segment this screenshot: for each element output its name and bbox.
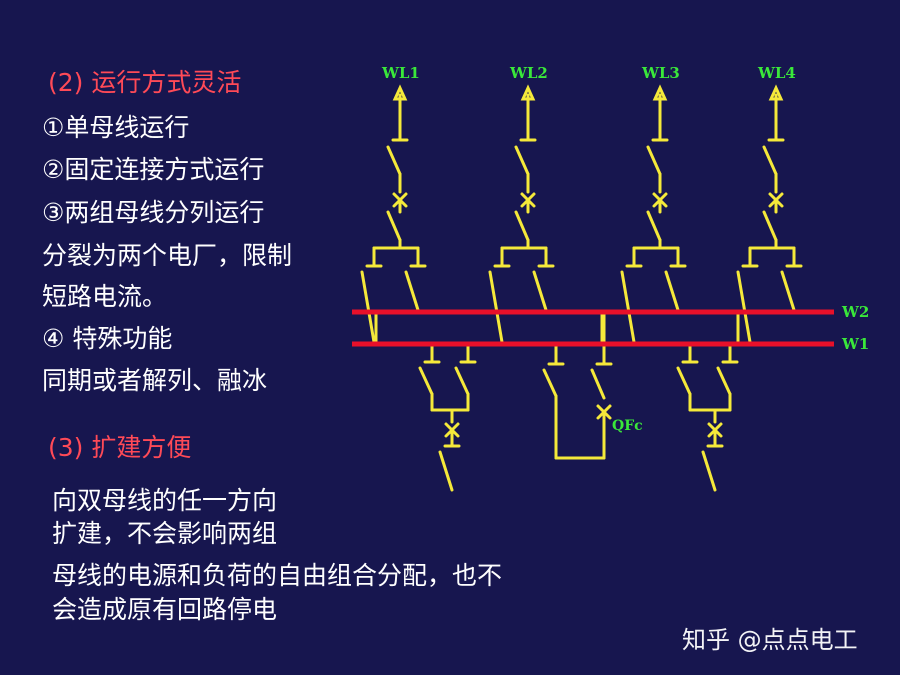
coupler-label: QFc [612,418,643,434]
watermark: 知乎 @点点电工 [682,626,858,654]
disconnector-blade [620,270,636,344]
disconnector-blade [762,145,778,176]
disconnector-blade [664,270,680,312]
split-desc-line2: 短路电流。 [42,282,168,311]
disconnector-blade [386,210,402,242]
disconnector-blade [360,270,376,344]
item-fixed-connection: ②固定连接方式运行 [42,155,265,184]
disconnector-blade [590,368,606,400]
disconnector-blade [780,270,796,312]
ext-line4: 会造成原有回路停电 [52,595,278,624]
disconnector-blade [514,145,530,176]
disconnector-blade [701,450,717,492]
split-desc-line1: 分裂为两个电厂，限制 [42,241,293,270]
disconnector-blade [542,368,558,398]
item-special-function: ④ 特殊功能 [42,324,173,353]
section-2-heading: (2) 运行方式灵活 [48,68,242,97]
disconnector-blade [676,366,692,396]
disconnector-blade [438,450,454,492]
disconnector-blade [488,270,504,344]
item-single-bus: ①单母线运行 [42,113,190,142]
disconnector-blade [736,270,752,344]
feeder-label-wl2: WL2 [509,64,548,82]
feeder-label-wl3: WL3 [641,64,680,82]
disconnector-blade [418,366,434,396]
bus-label-w2: W2 [841,303,869,321]
section-3-heading: (3) 扩建方便 [48,433,192,462]
ext-line3: 母线的电源和负荷的自由组合分配，也不 [52,561,503,590]
ext-line1: 向双母线的任一方向 [52,486,278,515]
bus-label-w1: W1 [841,335,869,353]
feeder-label-wl1: WL1 [381,64,420,82]
disconnector-blade [454,366,470,396]
item-split-operation: ③两组母线分列运行 [42,198,265,227]
disconnector-blade [762,210,778,242]
disconnector-blade [646,210,662,242]
disconnector-blade [386,145,402,176]
sync-desc: 同期或者解列、融冰 [42,366,268,395]
disconnector-blade [646,145,662,176]
disconnector-blade [514,210,530,242]
disconnector-blade [404,270,420,312]
feeder-label-wl4: WL4 [757,64,796,82]
disconnector-blade [716,366,732,396]
ext-line2: 扩建，不会影响两组 [52,519,278,548]
disconnector-blade [532,270,548,312]
